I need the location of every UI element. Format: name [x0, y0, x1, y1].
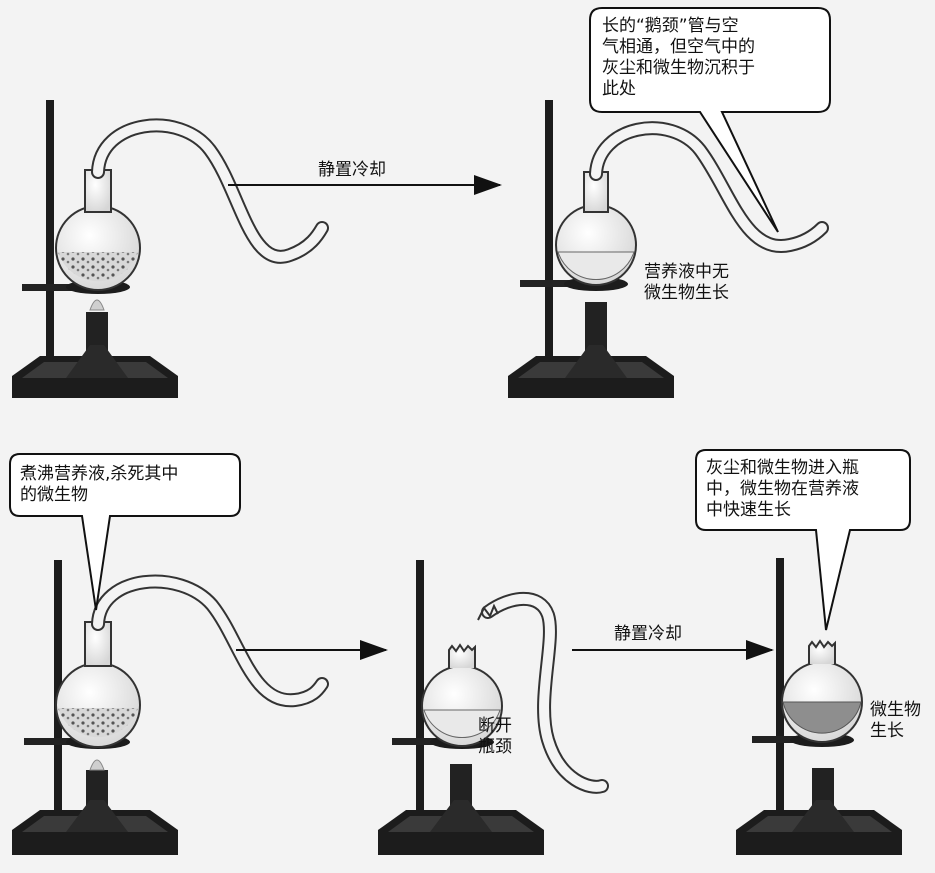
clamp: [752, 736, 824, 743]
apparatus-boiling-bottom: [12, 560, 329, 855]
boiling-liquid: [58, 708, 138, 738]
callout-bubble-gooseneck: [589, 7, 831, 233]
arrow-label-top: 静置冷却: [318, 160, 386, 180]
broken-flask-neck: [808, 639, 836, 664]
stand-rod: [545, 100, 553, 362]
broken-flask-neck: [448, 643, 476, 668]
flame: [89, 759, 105, 771]
stand-rod: [54, 560, 62, 816]
label-no-growth: 营养液中无 微生物生长: [644, 262, 729, 303]
stand-rod: [46, 100, 54, 362]
callout-text-dust: 灰尘和微生物进入瓶 中，微生物在营养液 中快速生长: [706, 458, 859, 520]
arrow-label-bottom: 静置冷却: [614, 624, 682, 644]
callout-text-gooseneck: 长的“鹅颈”管与空 气相通，但空气中的 灰尘和微生物沉积于 此处: [602, 16, 755, 99]
apparatus-boiling-top: [12, 100, 329, 398]
label-break-neck: 断开 瓶颈: [478, 716, 512, 757]
callout-bubble-boil: [9, 453, 241, 611]
clear-liquid: [557, 251, 635, 281]
apparatus-cooled-top: [508, 100, 829, 398]
clear-liquid: [423, 709, 501, 739]
flame: [89, 299, 105, 311]
clamp: [24, 738, 108, 745]
stand-rod: [776, 558, 784, 816]
clamp: [392, 738, 464, 745]
stand-rod: [416, 560, 424, 816]
callout-text-boil: 煮沸营养液,杀死其中 的微生物: [20, 464, 179, 505]
boiling-liquid: [58, 252, 138, 282]
cloudy-liquid: [782, 701, 862, 734]
clamp: [520, 280, 600, 287]
clamp: [22, 284, 106, 291]
label-growth: 微生物 生长: [870, 700, 921, 741]
apparatus-broken-neck: [378, 560, 609, 855]
callout-bubble-dust: [695, 449, 911, 631]
apparatus-growth: [736, 558, 902, 855]
